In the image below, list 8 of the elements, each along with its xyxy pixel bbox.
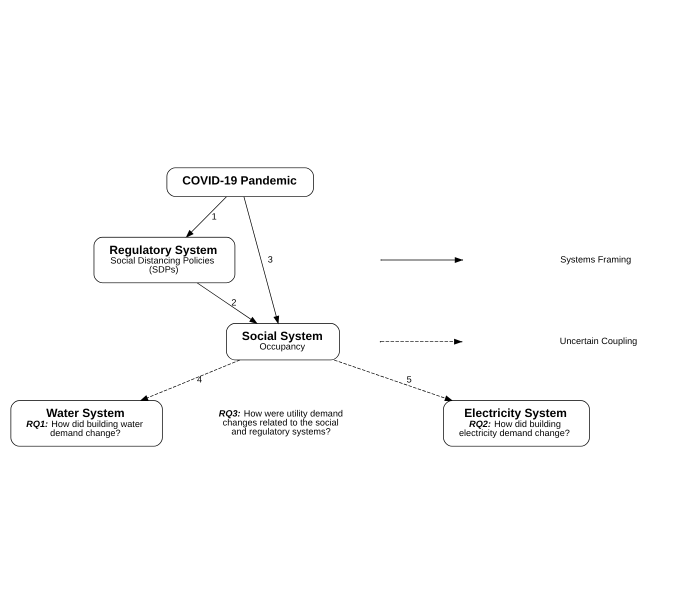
legend-label: Systems Framing (560, 254, 632, 264)
edge-label: 1 (212, 210, 217, 221)
label: RQ3: How were utility demand changes related to the social and regulatory systems? (218, 408, 343, 436)
edge-label: 5 (406, 374, 412, 384)
edge-label: 3 (268, 254, 273, 264)
edge-label: 2 (231, 297, 236, 308)
edge-label: 4 (196, 374, 202, 384)
legend-label: Uncertain Coupling (560, 336, 638, 346)
